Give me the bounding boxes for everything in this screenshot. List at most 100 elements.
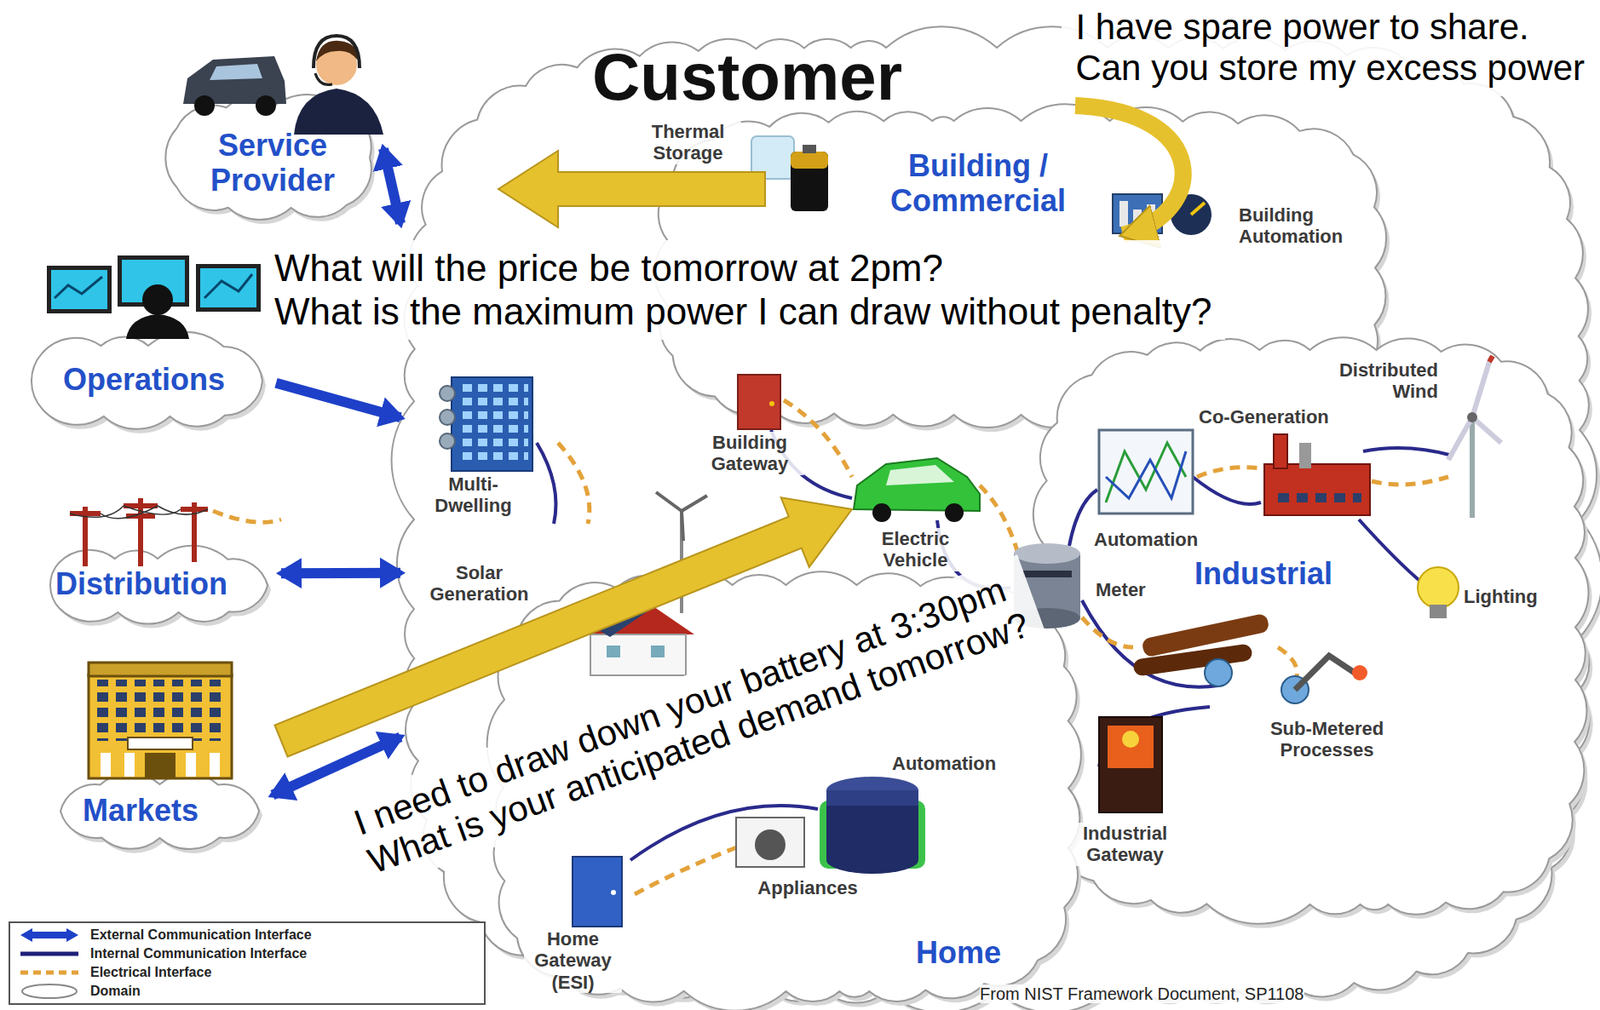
- domain-cloud: Service Provider: [161, 93, 384, 222]
- legend-sample: [22, 984, 77, 999]
- appliances-icon: [736, 817, 805, 868]
- legend-sample: [17, 983, 82, 1001]
- automation-chart-icon: [1099, 430, 1193, 514]
- power-pole-icon: [69, 506, 181, 518]
- callout-text: Can you store my excess power: [1075, 47, 1585, 89]
- caption: From NIST Framework Document, SP1108: [979, 984, 1305, 1004]
- market-building-icon: [127, 737, 193, 750]
- home-solar-house-icon: [656, 492, 708, 542]
- market-building-icon: [144, 753, 176, 779]
- operations-monitors-icon: [51, 270, 108, 310]
- label-anchor: Appliances: [748, 877, 868, 899]
- electrical-wire: [212, 511, 282, 523]
- market-building-icon: [93, 679, 227, 742]
- component-label: Electric Vehicle: [862, 528, 969, 572]
- service-van-icon: [255, 95, 277, 116]
- legend-box: External Communication InterfaceInternal…: [8, 921, 486, 1006]
- legend-sample: [20, 928, 52, 943]
- cloud-outline-path: [1029, 337, 1589, 925]
- legend-sample: [17, 964, 82, 982]
- co-generation-plant-icon: [1299, 443, 1312, 469]
- sub-metered-process-icon: [1294, 656, 1355, 691]
- legend-text: Internal Communication Interface: [90, 946, 307, 962]
- electrical-wire: [634, 847, 737, 895]
- industrial-gateway-icon: [1107, 725, 1154, 769]
- callout-text: I need to draw down your battery at 3:30…: [348, 565, 1021, 844]
- automation-chart-icon: [1099, 430, 1193, 514]
- automation-chart-icon: [1105, 451, 1186, 499]
- automation-chart-icon: [1105, 443, 1186, 503]
- light-bulb-icon: [1417, 567, 1459, 609]
- pipes-icon: [1132, 613, 1270, 678]
- cloud-shadow: [1032, 341, 1593, 929]
- component-label: Building Gateway: [694, 431, 806, 476]
- component-label: Solar Generation: [417, 562, 542, 606]
- domain-label: Customer: [592, 39, 985, 116]
- market-building-icon: [209, 753, 220, 777]
- component-label: Appliances: [755, 877, 859, 899]
- building-automation-icon: [1191, 202, 1205, 215]
- internal-wire: [1363, 448, 1453, 456]
- legend-row: Internal Communication Interface: [17, 944, 478, 964]
- market-building-icon: [88, 662, 232, 677]
- market-building-icon: [100, 753, 111, 777]
- electrical-wire: [212, 400, 1449, 895]
- electric-vehicle-icon: [886, 465, 955, 486]
- multi-dwelling-icon: [439, 385, 455, 402]
- component-label: Sub-Metered Processes: [1256, 718, 1398, 762]
- home-gateway-icon: [610, 890, 616, 896]
- cloud-outline-path: [165, 94, 371, 220]
- legend-sample: [17, 926, 82, 944]
- component-label: Multi-Dwelling: [424, 473, 523, 518]
- meter-cylinder-icon: [1013, 543, 1081, 565]
- component-label: Industrial Gateway: [1067, 823, 1183, 867]
- meter-cylinder-icon: [1022, 570, 1072, 578]
- operations-monitors-icon: [54, 276, 103, 299]
- component-label: Lighting: [1461, 586, 1540, 608]
- component-label: Distributed Wind: [1303, 359, 1440, 403]
- label-anchor: Distributed Wind: [1303, 359, 1440, 403]
- electrical-wire: [1371, 477, 1449, 485]
- operations-monitors-icon: [46, 265, 112, 314]
- building-gateway-icon: [737, 374, 781, 430]
- legend-text: Domain: [90, 984, 141, 1000]
- electrical-wire: [1082, 617, 1134, 648]
- domain-label: Home: [915, 935, 1027, 971]
- industrial-gateway-icon: [1099, 717, 1163, 813]
- legend-row: Electrical Interface: [17, 963, 478, 983]
- label-anchor: Automation: [890, 753, 1010, 775]
- building-gateway-icon: [769, 401, 775, 407]
- wind-turbine-icon: [1448, 356, 1502, 518]
- multi-dwelling-icon: [451, 377, 533, 472]
- label-anchor: Industrial Gateway: [1067, 823, 1183, 867]
- service-van-icon: [183, 56, 287, 116]
- callout-text: What is your anticipated demand tomorrow…: [362, 604, 1036, 882]
- domain-cloud: Markets: [46, 771, 273, 852]
- home-solar-house-icon: [606, 645, 621, 658]
- component-label: Building Automation: [1237, 204, 1365, 248]
- multi-dwelling-icon: [439, 377, 533, 472]
- light-bulb-icon: [1417, 567, 1459, 619]
- label-anchor: Building Gateway: [694, 431, 806, 476]
- callout-box: I have spare power to share.Can you stor…: [1061, 0, 1599, 97]
- pipes-icon: [1132, 643, 1253, 677]
- co-generation-plant-icon: [1264, 464, 1370, 516]
- cloud-shadow: [168, 98, 375, 225]
- customer-domain-cloud: CustomerBuilding / CommercialIndustrialH…: [400, 34, 1594, 1006]
- service-van-icon: [209, 63, 263, 81]
- label-anchor: Lighting: [1461, 586, 1556, 608]
- operations-monitors-icon: [195, 264, 261, 312]
- electrical-wire: [1197, 467, 1261, 478]
- domain-cloud: Operations: [20, 332, 277, 431]
- appliances-icon: [736, 776, 926, 875]
- wind-turbine-icon: [1448, 362, 1502, 461]
- cloud-shadow: [34, 336, 266, 434]
- co-generation-plant-icon: [1273, 434, 1288, 469]
- component-label: Meter: [1093, 579, 1148, 601]
- market-building-icon: [124, 753, 135, 777]
- cloud-outline-path: [60, 773, 259, 850]
- callout-text: I have spare power to share.: [1075, 6, 1585, 48]
- market-building-icon: [88, 674, 232, 779]
- legend-text: External Communication Interface: [90, 927, 312, 944]
